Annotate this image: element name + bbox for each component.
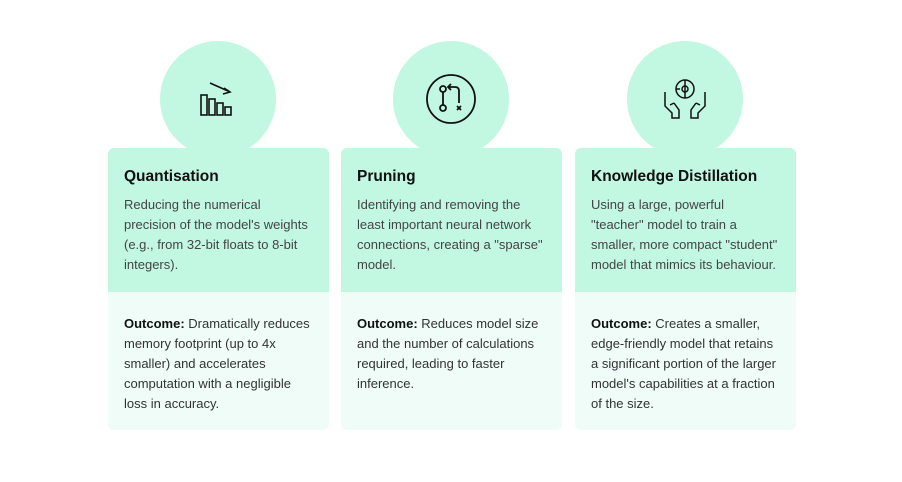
card-outcome: Outcome: Creates a smaller, edge-friendl… [591, 314, 780, 414]
outcome-text: Reduces model size and the number of cal… [357, 316, 539, 391]
card-description: Identifying and removing the least impor… [357, 197, 543, 272]
outcome-text: Creates a smaller, edge-friendly model t… [591, 316, 776, 411]
card-title: Quantisation [124, 168, 219, 185]
icon-circle [627, 41, 743, 157]
pruning-branch-icon [426, 74, 476, 124]
card-description: Reducing the numerical precision of the … [124, 197, 308, 272]
outcome-label: Outcome: [591, 316, 652, 331]
card-outcome: Outcome: Reduces model size and the numb… [357, 314, 546, 394]
outcome-label: Outcome: [357, 316, 418, 331]
card-title: Pruning [357, 168, 416, 185]
card-description: Using a large, powerful "teacher" model … [591, 197, 778, 272]
outcome-text: Dramatically reduces memory footprint (u… [124, 316, 310, 411]
chart-decrease-icon [200, 82, 232, 116]
card-title: Knowledge Distillation [591, 168, 758, 185]
icon-circle [393, 41, 509, 157]
outcome-label: Outcome: [124, 316, 185, 331]
card-outcome: Outcome: Dramatically reduces memory foo… [124, 314, 313, 414]
brain-hands-icon [664, 79, 706, 119]
icon-circle [160, 41, 276, 157]
